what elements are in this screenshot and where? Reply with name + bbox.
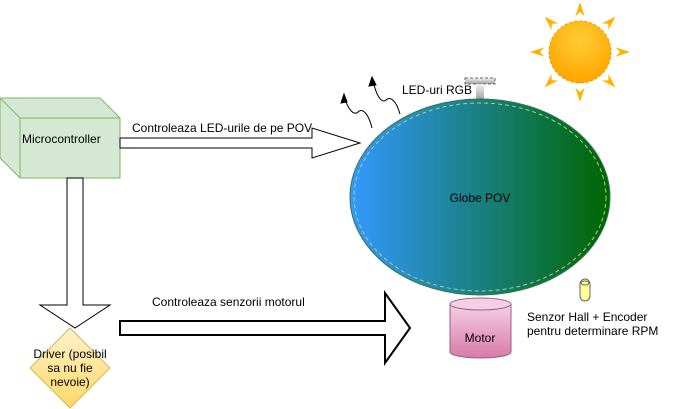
sun-icon [530, 2, 630, 102]
globe-label: Globe POV [450, 191, 511, 205]
sensor-label-2: pentru determinare RPM [527, 324, 658, 338]
led-control-label: Controleaza LED-urile de pe POV [132, 121, 312, 135]
motor-control-label: Controleaza senzorii motorul [152, 295, 305, 309]
sun-ray [544, 73, 559, 88]
hall-sensor-icon[interactable] [579, 278, 591, 302]
driver-label-2: sa nu fie [47, 361, 93, 375]
sun-ray [615, 47, 630, 57]
motor-cylinder[interactable]: Motor [449, 297, 512, 359]
sun-ray [575, 2, 585, 17]
driver-label-1: Driver (posibil [33, 347, 106, 361]
motor-label: Motor [465, 331, 496, 345]
sun-ray [575, 87, 585, 102]
microcontroller-label: Microcontroller [22, 132, 101, 146]
microcontroller-box[interactable]: Microcontroller [0, 97, 121, 179]
globe-pov[interactable]: Globe POV [349, 98, 611, 296]
led-label: LED-uri RGB [402, 83, 472, 97]
driver-label-3: nevoie) [50, 375, 89, 389]
led-component-icon [464, 77, 496, 100]
sun-ray [601, 73, 616, 88]
sun-ray [530, 47, 545, 57]
led-control-arrow[interactable] [119, 127, 362, 159]
driver-arrow[interactable] [38, 177, 112, 329]
motor-control-arrow[interactable] [119, 289, 412, 367]
sensor-label-1: Senzor Hall + Encoder [527, 310, 647, 324]
sun-ray [601, 16, 616, 31]
driver-diamond[interactable]: Driver (posibil sa nu fie nevoie) [29, 327, 111, 409]
light-emission-icon [340, 75, 401, 129]
sun-ray [544, 16, 559, 31]
